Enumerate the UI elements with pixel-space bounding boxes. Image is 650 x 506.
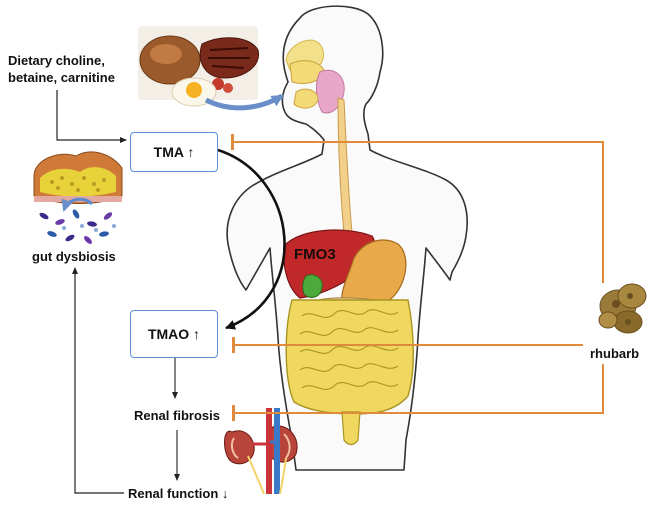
tongue-icon [293,88,319,109]
gallbladder-icon [302,274,323,298]
gut-wall-image [33,151,123,204]
gut-curved-arrow [61,197,94,212]
tma-box: TMA ↑ [130,132,218,172]
diet-label-line1: Dietary choline, [8,53,105,68]
renal-fibrosis-label: Renal fibrosis [134,408,220,423]
rhubarb-icon [598,283,647,334]
diet-to-tma-arrow [56,90,127,143]
tmao-box: TMAO ↑ [130,310,218,358]
rhubarb-inhibits-tma [231,134,604,283]
renal-function-label: Renal function ↓ [128,486,229,501]
diet-label: Dietary choline, betaine, carnitine [8,52,115,86]
rhubarb-inhibits-fibrosis [232,364,604,421]
nasal-cavity-icon [289,60,325,84]
gut-bacteria-icon [39,209,116,244]
gut-dysbiosis-label: gut dysbiosis [32,249,116,264]
food-images [138,26,260,107]
tma-to-tmao-arrow [217,148,286,330]
tmao-box-label: TMAO ↑ [147,326,201,342]
fmo3-label: FMO3 [294,246,336,263]
large-intestine-icon [285,299,414,415]
food-to-mouth-arrow [204,93,284,111]
rhubarb-label: rhubarb [590,346,640,361]
function-to-gut-feedback-arrow [72,267,124,494]
rectum-icon [341,411,361,446]
kidneys-icon [224,408,298,495]
stomach-icon [341,239,407,309]
diet-label-line2: betaine, carnitine [8,70,115,85]
small-intestine-coils [299,309,399,390]
pharynx-icon [315,69,345,114]
tma-box-label: TMA ↑ [153,144,195,160]
